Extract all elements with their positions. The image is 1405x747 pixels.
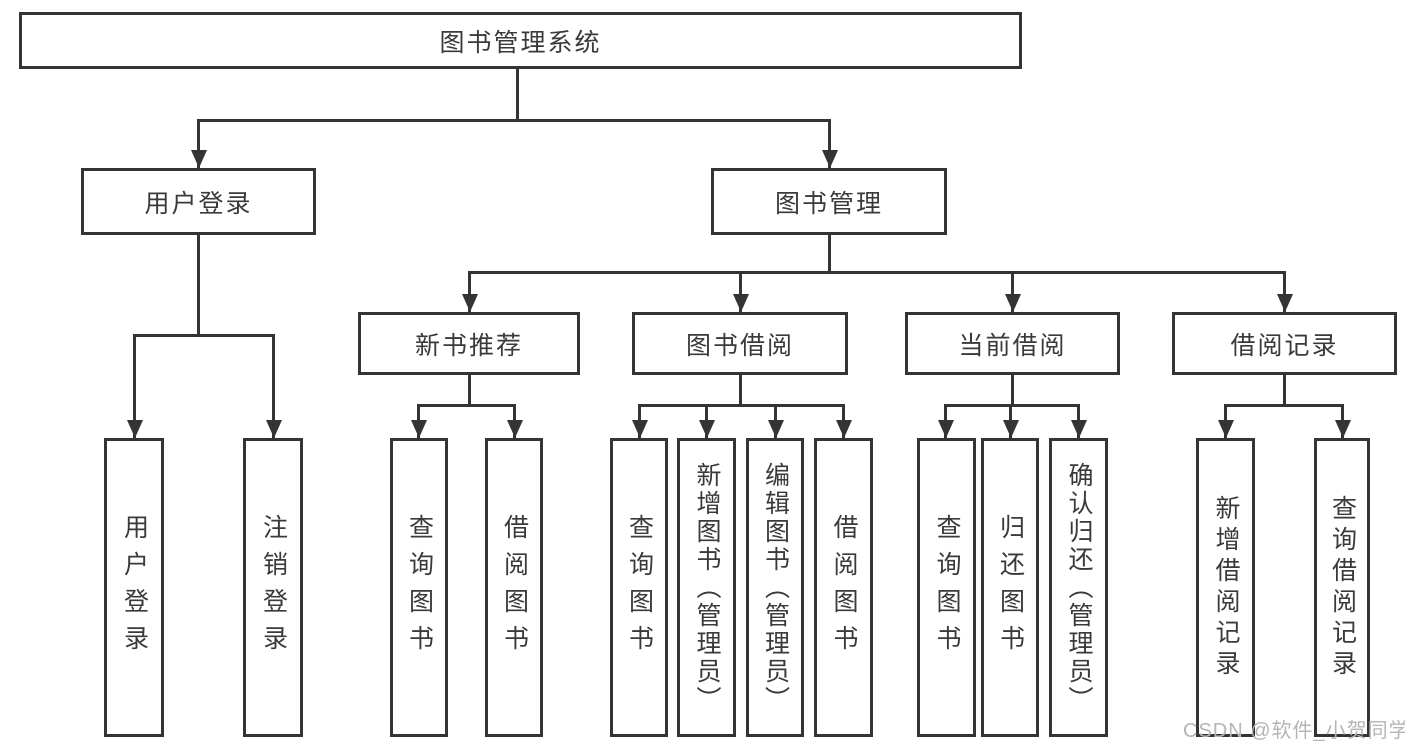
node-book-management: 图书管理	[711, 168, 947, 235]
leaf-user-login: 用户登录	[104, 438, 164, 737]
leaf-br-query-record-label: 查询借阅记录	[1328, 494, 1357, 681]
leaf-cb-return-books: 归还图书	[981, 438, 1039, 737]
node-current-borrowing: 当前借阅	[905, 312, 1120, 375]
node-library-system-label: 图书管理系统	[439, 28, 602, 57]
leaf-nb-borrow-books-label: 借阅图书	[500, 513, 529, 662]
connector-arrow-user-login	[190, 119, 207, 168]
leaf-bb-borrow-books: 借阅图书	[814, 438, 873, 737]
leaf-bb-query-books: 查询图书	[610, 438, 668, 737]
leaf-logout-label: 注销登录	[259, 513, 288, 662]
leaf-cb-confirm-return-admin-label: 确认归还（管理员）	[1065, 461, 1093, 714]
leaf-cb-return-books-label: 归还图书	[996, 513, 1025, 662]
leaf-logout: 注销登录	[243, 438, 303, 737]
node-book-borrowing-label: 图书借阅	[685, 331, 794, 360]
leaf-br-query-record: 查询借阅记录	[1314, 438, 1370, 737]
leaf-nb-borrow-books: 借阅图书	[485, 438, 543, 737]
connector-arrow-current-borrow	[1004, 271, 1021, 312]
connector-arrow-cb-confirm	[1070, 404, 1087, 438]
leaf-bb-edit-books-admin-label: 编辑图书（管理员）	[761, 461, 790, 714]
connector-login-stem	[197, 235, 200, 335]
connector-arrow-br-add	[1217, 404, 1234, 438]
node-current-borrowing-label: 当前借阅	[958, 331, 1067, 360]
node-new-book-recommend-label: 新书推荐	[414, 331, 523, 360]
connector-book-borrow-stem	[739, 375, 742, 405]
connector-arrow-br-query	[1334, 404, 1351, 438]
connector-arrow-new-book	[461, 271, 478, 312]
connector-arrow-borrow-records	[1276, 271, 1293, 312]
connector-arrow-bb-add	[698, 404, 715, 438]
connector-arrow-book-borrow	[732, 271, 749, 312]
connector-book-borrow-bar	[638, 404, 845, 407]
node-user-login: 用户登录	[81, 168, 316, 235]
node-borrowing-records: 借阅记录	[1172, 312, 1397, 375]
leaf-user-login-label: 用户登录	[120, 513, 149, 662]
connector-arrow-cb-query	[937, 404, 954, 438]
leaf-cb-query-books-label: 查询图书	[933, 513, 961, 662]
leaf-cb-query-books: 查询图书	[917, 438, 976, 737]
leaf-bb-add-books-admin: 新增图书（管理员）	[677, 438, 736, 737]
connector-arrow-bb-query	[631, 404, 648, 438]
connector-login-bar	[133, 334, 275, 337]
leaf-cb-confirm-return-admin: 确认归还（管理员）	[1049, 438, 1108, 737]
watermark-text: CSDN @软件_小贺同学	[1183, 720, 1405, 742]
connector-new-book-stem	[468, 375, 471, 405]
connector-arrow-leaf-user-login	[126, 334, 143, 438]
connector-borrow-records-bar	[1224, 404, 1344, 407]
leaf-br-add-record: 新增借阅记录	[1196, 438, 1255, 737]
connector-current-borrow-stem	[1011, 375, 1014, 405]
node-new-book-recommend: 新书推荐	[358, 312, 580, 375]
connector-level1-bar	[197, 119, 831, 122]
connector-current-borrow-bar	[944, 404, 1080, 407]
leaf-nb-query-books-label: 查询图书	[405, 513, 434, 662]
connector-new-book-bar	[417, 404, 516, 407]
connector-root-stem	[516, 69, 519, 119]
connector-level2-bar	[468, 271, 1286, 274]
node-borrowing-records-label: 借阅记录	[1230, 331, 1339, 360]
leaf-br-add-record-label: 新增借阅记录	[1212, 494, 1240, 681]
connector-management-stem	[828, 235, 831, 271]
leaf-bb-add-books-admin-label: 新增图书（管理员）	[693, 461, 721, 714]
node-book-management-label: 图书管理	[774, 189, 883, 218]
connector-arrow-nb-borrow	[506, 404, 523, 438]
leaf-bb-query-books-label: 查询图书	[625, 513, 654, 662]
node-library-system: 图书管理系统	[19, 12, 1022, 69]
leaf-nb-query-books: 查询图书	[390, 438, 448, 737]
connector-arrow-nb-query	[410, 404, 427, 438]
connector-arrow-leaf-logout	[265, 334, 282, 438]
connector-arrow-bb-borrow	[835, 404, 852, 438]
node-user-login-label: 用户登录	[144, 189, 253, 218]
connector-arrow-cb-return	[1002, 404, 1019, 438]
node-book-borrowing: 图书借阅	[632, 312, 848, 375]
connector-arrow-book-management	[821, 119, 838, 168]
connector-arrow-bb-edit	[767, 404, 784, 438]
connector-borrow-records-stem	[1283, 375, 1286, 405]
leaf-bb-edit-books-admin: 编辑图书（管理员）	[746, 438, 804, 737]
leaf-bb-borrow-books-label: 借阅图书	[830, 513, 858, 662]
